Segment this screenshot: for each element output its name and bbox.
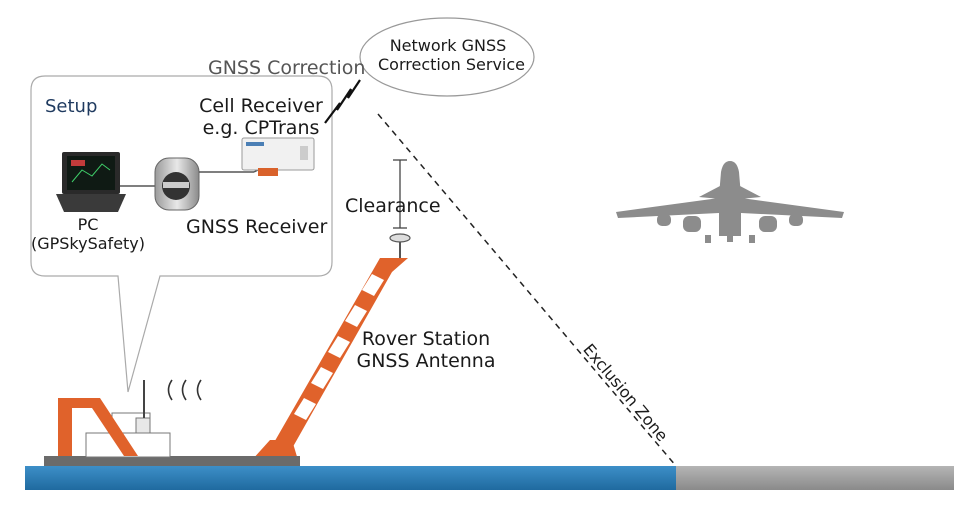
cell-receiver-line1: Cell Receiver xyxy=(199,95,323,117)
gnss-receiver-icon xyxy=(154,157,263,211)
laptop-icon xyxy=(56,152,162,212)
pc-line1: PC xyxy=(77,215,99,234)
a-frame xyxy=(58,398,138,456)
water-surface xyxy=(25,466,677,490)
pc-line2: (GPSkySafety) xyxy=(30,234,146,253)
network-service-ellipse xyxy=(359,17,535,97)
network-service-label: Network GNSS Correction Service xyxy=(378,36,525,74)
crane-boom xyxy=(252,258,408,460)
cell-receiver-line2: e.g. CPTrans xyxy=(202,117,320,139)
gnss-receiver-label: GNSS Receiver xyxy=(186,216,328,238)
airplane-icon xyxy=(616,161,844,243)
cell-receiver-label: Cell Receiver e.g. CPTrans xyxy=(196,95,326,139)
network-service-line2: Correction Service xyxy=(378,55,525,74)
lightning-bolt-icon xyxy=(324,79,361,124)
clearance-label: Clearance xyxy=(345,195,441,217)
rover-line1: Rover Station xyxy=(361,328,491,350)
network-service-line1: Network GNSS xyxy=(389,36,507,55)
pc-label: PC (GPSkySafety) xyxy=(28,215,148,253)
rover-station-label: Rover Station GNSS Antenna xyxy=(356,328,496,372)
barge-deck xyxy=(44,456,300,466)
cell-receiver-icon xyxy=(241,137,315,176)
ground-surface xyxy=(676,466,954,490)
clearance-bracket xyxy=(393,159,407,229)
gnss-antenna-icon xyxy=(389,233,411,258)
wireless-waves-icon xyxy=(167,379,202,401)
rover-line2: GNSS Antenna xyxy=(356,350,496,372)
setup-title: Setup xyxy=(45,96,98,117)
gnss-correction-label: GNSS Correction xyxy=(208,57,366,79)
